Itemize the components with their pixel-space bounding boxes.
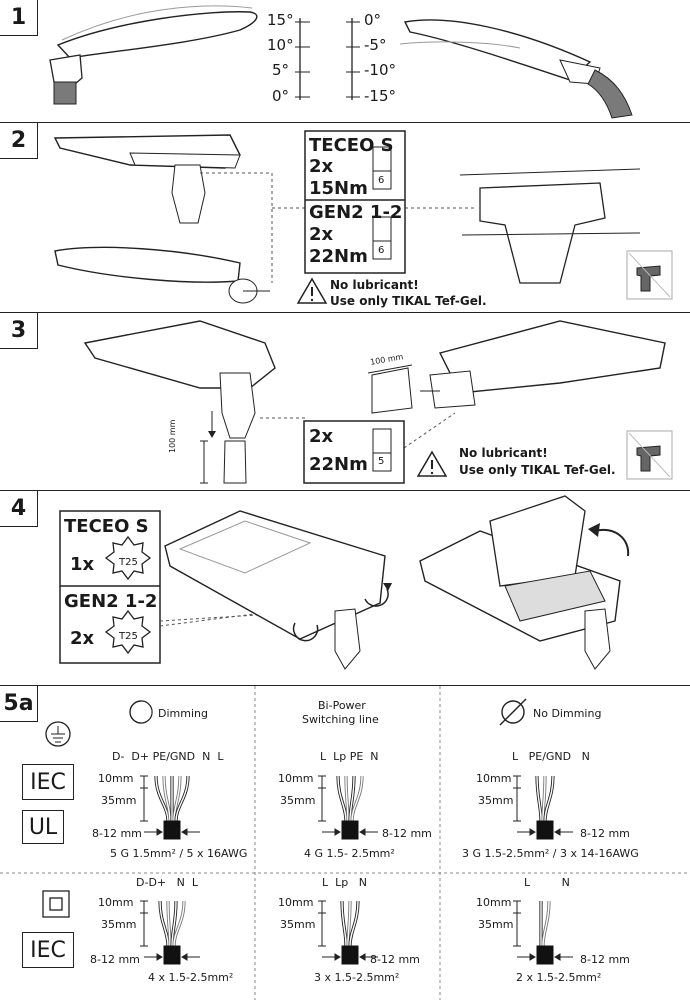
model-label: TECEO S <box>64 516 149 537</box>
cable-diameter: 8-12 mm <box>370 953 420 966</box>
cable-spec: 3 x 1.5-2.5mm² <box>314 971 400 984</box>
quantity-label: 1x <box>70 554 95 575</box>
cable-diameter: 8-12 mm <box>580 953 630 966</box>
strip-length: 10mm <box>98 896 134 909</box>
torque-label: 22Nm <box>309 246 368 267</box>
step-number: 3 <box>0 313 38 349</box>
cable-spec: 3 G 1.5-2.5mm² / 3 x 14-16AWG <box>462 847 639 860</box>
iec-badge: IEC <box>22 764 74 800</box>
strip-length: 35mm <box>478 918 514 931</box>
warning-text: No lubricant! <box>330 278 419 292</box>
strip-length: 10mm <box>98 772 134 785</box>
strip-length: 35mm <box>280 794 316 807</box>
hex-size-label: 6 <box>378 245 385 256</box>
warning-text: Use only TIKAL Tef-Gel. <box>459 463 616 477</box>
step-number: 1 <box>0 0 38 36</box>
quantity-label: 2x <box>309 224 334 245</box>
hex-size-label: 5 <box>378 456 385 467</box>
angle-label: -15° <box>364 87 396 105</box>
strip-length: 10mm <box>476 772 512 785</box>
iec-badge: IEC <box>22 932 74 968</box>
wiring-diagram <box>0 686 690 1000</box>
hex-size-label: 6 <box>378 175 385 186</box>
step-3-illustration <box>83 320 673 484</box>
wire-labels: L PE/GND N <box>512 750 590 763</box>
quantity-label: 2x <box>70 628 95 649</box>
angle-label: 0° <box>272 87 290 105</box>
step-4-panel: 4 TECEO S 1x T25 GEN2 1-2 2x T25 <box>0 491 690 686</box>
wire-labels: D-D+ N L <box>136 876 198 889</box>
strip-length: 10mm <box>278 896 314 909</box>
no-dimming-header: No Dimming <box>533 707 602 720</box>
quantity-label: 2x <box>309 156 334 177</box>
wire-labels: L Lp PE N <box>320 750 379 763</box>
torque-label: 15Nm <box>309 178 368 199</box>
dimension-label: 100 mm <box>168 419 177 453</box>
strip-length: 10mm <box>278 772 314 785</box>
tilt-illustration <box>49 5 633 119</box>
cable-diameter: 8-12 mm <box>90 953 140 966</box>
cable-spec: 4 x 1.5-2.5mm² <box>148 971 234 984</box>
torx-size-label: T25 <box>119 631 138 642</box>
torx-size-label: T25 <box>119 557 138 568</box>
angle-label: 10° <box>267 36 294 54</box>
strip-length: 10mm <box>476 896 512 909</box>
bi-power-header: Bi-Power <box>318 699 366 712</box>
bi-power-header: Switching line <box>302 713 379 726</box>
dimming-header: Dimming <box>158 707 208 720</box>
wire-labels: D- D+ PE/GND N L <box>112 750 224 763</box>
step-3-panel: 3 100 mm 100 mm 2x 22Nm 5 N <box>0 313 690 491</box>
step-2-panel: 2 TECEO S 2x 15Nm 6 GEN2 1-2 <box>0 123 690 313</box>
cable-spec: 4 G 1.5- 2.5mm² <box>304 847 395 860</box>
angle-label: 5° <box>272 61 290 79</box>
cable-diameter: 8-12 mm <box>580 827 630 840</box>
model-label: TECEO S <box>309 135 394 156</box>
wire-labels: L Lp N <box>322 876 367 889</box>
strip-length: 35mm <box>101 794 137 807</box>
cable-diameter: 8-12 mm <box>382 827 432 840</box>
angle-label: 0° <box>364 11 382 29</box>
torx-icon <box>104 535 152 655</box>
ul-badge: UL <box>22 810 64 844</box>
model-label: GEN2 1-2 <box>309 202 403 223</box>
angle-label: -5° <box>364 36 387 54</box>
warning-text: No lubricant! <box>459 446 548 460</box>
step-2-illustration <box>53 130 673 304</box>
cable-diameter: 8-12 mm <box>92 827 142 840</box>
cable-spec: 5 G 1.5mm² / 5 x 16AWG <box>110 847 248 860</box>
step-1-panel: 1 15° 10° 5° 0° 0° -5° -10° -15° <box>0 0 690 123</box>
wire-labels: L N <box>524 876 570 889</box>
strip-length: 35mm <box>101 918 137 931</box>
strip-length: 35mm <box>280 918 316 931</box>
step-number: 5a <box>0 686 38 722</box>
angle-label: -10° <box>364 61 396 79</box>
model-label: GEN2 1-2 <box>64 591 158 612</box>
strip-length: 35mm <box>478 794 514 807</box>
cable-spec: 2 x 1.5-2.5mm² <box>516 971 602 984</box>
step-5a-panel: 5a Dimming Bi-Power Switching line No Di… <box>0 686 690 1000</box>
warning-text: Use only TIKAL Tef-Gel. <box>330 294 487 308</box>
step-number: 2 <box>0 123 38 159</box>
angle-label: 15° <box>267 11 294 29</box>
step-4-illustration <box>59 495 630 670</box>
quantity-label: 2x <box>309 426 334 447</box>
step-number: 4 <box>0 491 38 527</box>
torque-label: 22Nm <box>309 454 368 475</box>
